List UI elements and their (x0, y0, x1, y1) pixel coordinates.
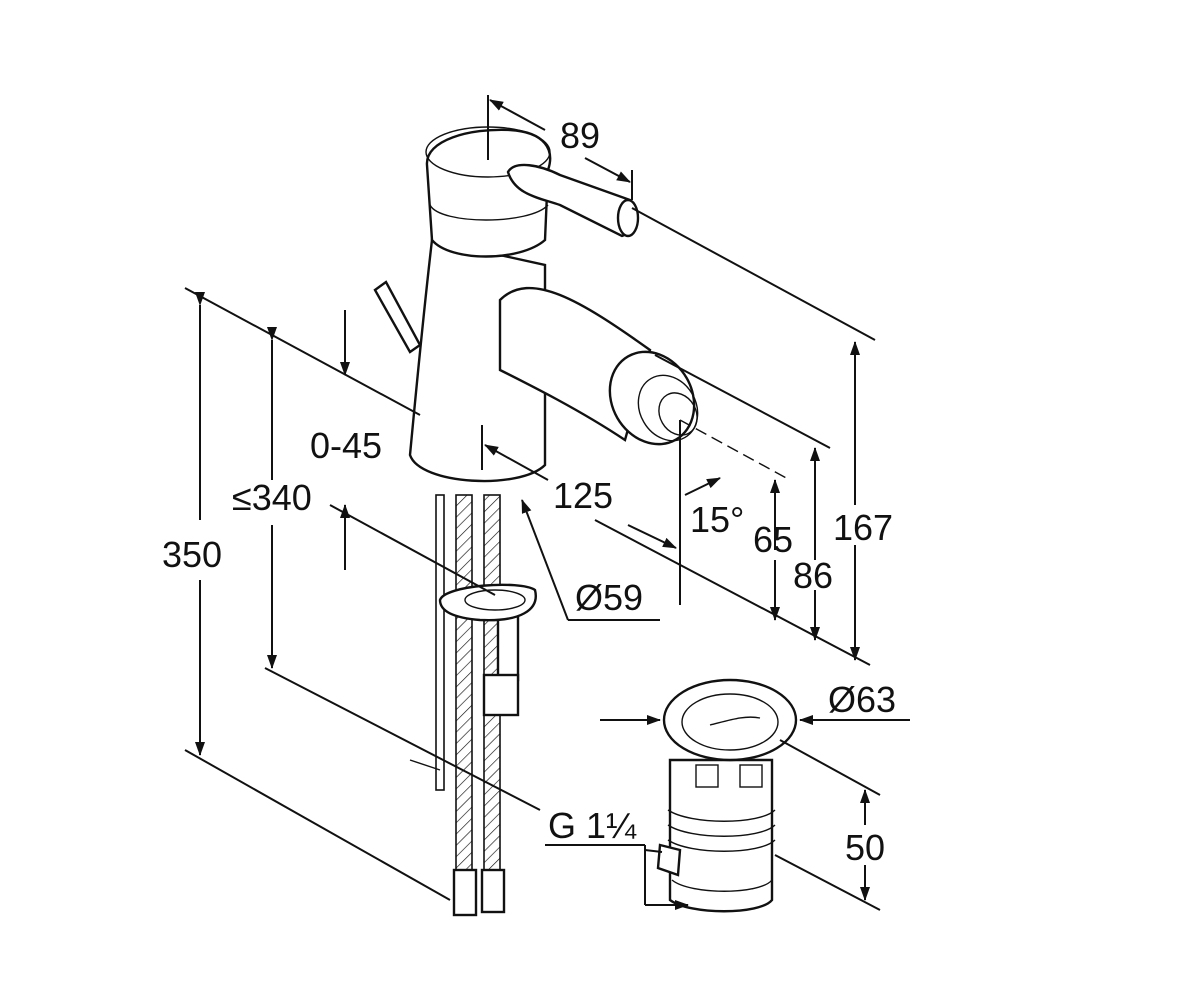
dimension-lines (184, 95, 910, 911)
aerator-ring (637, 374, 699, 442)
dim-g114: G 1¼ (548, 805, 637, 846)
dim-65: 65 (753, 519, 793, 560)
popup-rod (373, 280, 422, 354)
fixing-nut (482, 673, 520, 717)
popup-rod-end (409, 759, 441, 771)
handle-cap (425, 128, 552, 258)
fixing-bracket (438, 583, 537, 622)
waste-thread-3 (667, 839, 776, 852)
cap-seam (429, 204, 549, 221)
hose-nut-left (452, 868, 478, 917)
aerator-housing (608, 350, 696, 446)
dim-86: 86 (793, 555, 833, 596)
dim-59: Ø59 (575, 577, 643, 618)
popup-pipe (435, 494, 445, 791)
dim-350: 350 (162, 534, 222, 575)
plug-mark (709, 716, 761, 726)
dim-167: 167 (833, 507, 893, 548)
dim-63: Ø63 (828, 679, 896, 720)
hose-left (455, 494, 473, 881)
lever-tip (616, 198, 640, 238)
dimension-labels: 89 0-45 125 ≤340 350 Ø59 15° 65 86 167 Ø… (162, 115, 896, 868)
dim-15deg: 15° (690, 499, 744, 540)
waste-fitting (656, 678, 798, 913)
bracket-hole (464, 589, 526, 611)
waste-window-right (739, 764, 763, 788)
dim-0-45: 0-45 (310, 425, 382, 466)
dim-50: 50 (845, 827, 885, 868)
waste-thread-4 (671, 879, 773, 892)
waste-plug (681, 693, 779, 751)
mixer-body (373, 126, 699, 483)
waste-window-left (695, 764, 719, 788)
overflow-connector (656, 843, 682, 877)
aerator-outlet (658, 392, 698, 436)
waste-thread-1 (667, 809, 776, 822)
dim-125: 125 (553, 475, 613, 516)
hose-nut-right (480, 868, 506, 914)
dim-340: ≤340 (232, 477, 312, 518)
dim-89: 89 (560, 115, 600, 156)
waste-thread-2 (667, 824, 776, 837)
